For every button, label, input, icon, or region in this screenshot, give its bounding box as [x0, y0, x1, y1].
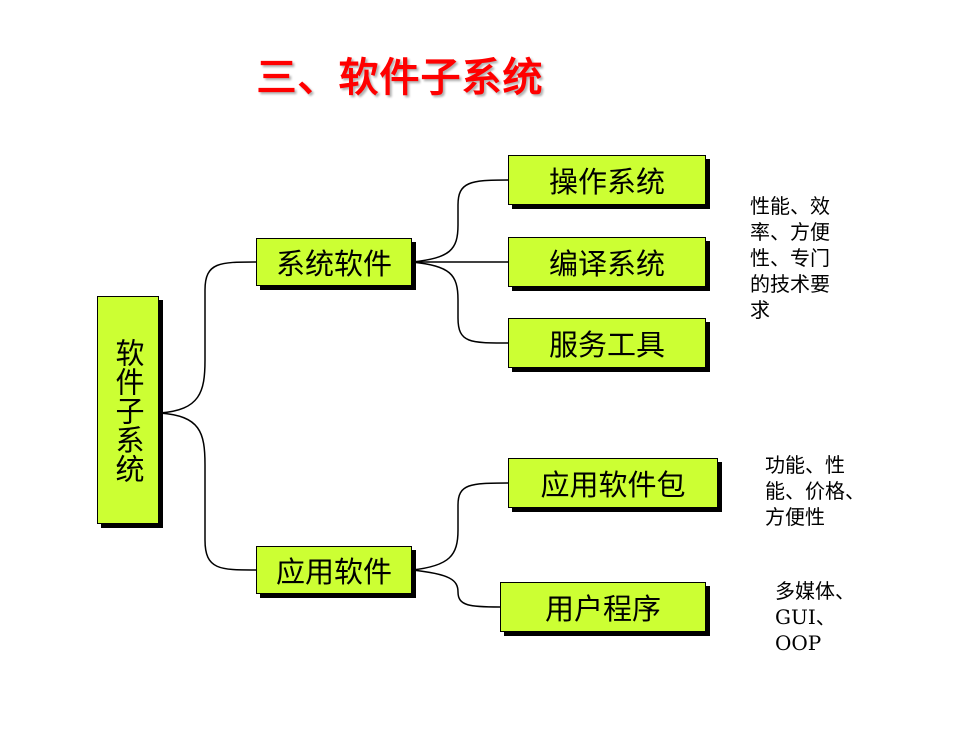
node-operating-system-label: 操作系统 — [548, 165, 665, 199]
note-system-software: 性能、效 率、方便 性、专门 的技术要 求 — [750, 194, 830, 322]
node-user-program-label: 用户程序 — [544, 592, 661, 626]
node-application-package: 应用软件包 — [508, 458, 718, 508]
connector-root-to-system-software — [159, 261, 257, 414]
connector-system-to-os — [411, 179, 509, 263]
node-user-program: 用户程序 — [500, 582, 706, 632]
root-node-software-subsystem: 软件子系统 — [97, 296, 159, 524]
node-application-software-label: 应用软件 — [275, 555, 392, 589]
page-title: 三、软件子系统 — [256, 55, 544, 101]
connector-root-to-application-software — [159, 412, 257, 571]
note-user-program: 多媒体、 GUI、 OOP — [775, 579, 855, 655]
connector-system-to-tools — [411, 261, 509, 344]
node-application-software: 应用软件 — [256, 546, 412, 594]
node-application-package-label: 应用软件包 — [540, 468, 686, 502]
node-service-tools-label: 服务工具 — [548, 328, 665, 362]
connector-app-to-user-program — [411, 569, 501, 608]
note-application-package: 功能、性 能、价格、 方便性 — [765, 453, 865, 529]
node-operating-system: 操作系统 — [508, 155, 706, 205]
connector-app-to-package — [411, 482, 509, 571]
node-service-tools: 服务工具 — [508, 318, 706, 368]
node-system-software: 系统软件 — [256, 238, 412, 286]
node-system-software-label: 系统软件 — [275, 247, 392, 281]
node-compiler-system: 编译系统 — [508, 237, 706, 287]
node-compiler-system-label: 编译系统 — [548, 247, 665, 281]
root-node-label: 软件子系统 — [111, 337, 145, 483]
